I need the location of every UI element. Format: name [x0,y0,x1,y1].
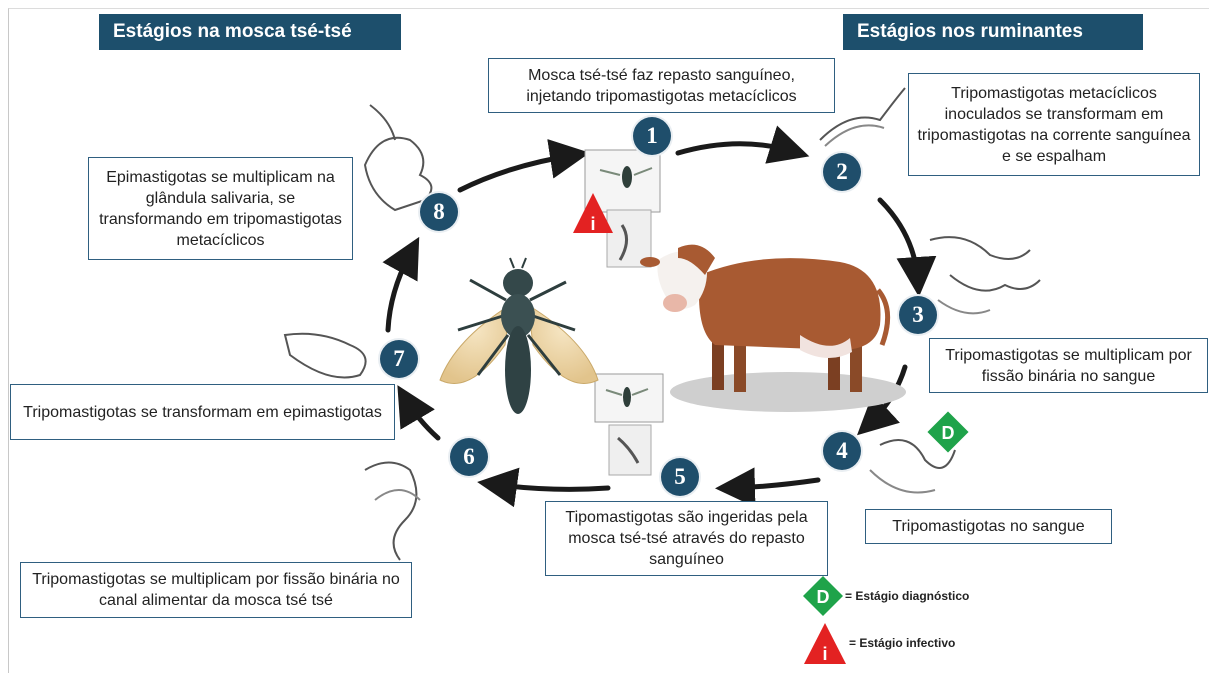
step-4-description: Tripomastigotas no sangue [865,509,1112,544]
cow-icon [640,245,906,412]
arrow-1-to-2 [678,144,795,153]
legend-diagnostic-label: = Estágio diagnóstico [845,589,969,603]
header-ruminant-stages: Estágios nos ruminantes [843,14,1143,50]
arrow-4-to-5 [730,480,818,488]
step-3-number: 3 [899,296,937,334]
step-5-number: 5 [661,458,699,496]
diagnostic-badge-letter: D [942,423,955,443]
arrow-5-to-6 [492,484,608,489]
step-7-description: Tripomastigotas se transformam em epimas… [10,384,395,440]
step-6-number: 6 [450,438,488,476]
arrow-8-to-1 [460,155,575,190]
arrow-6-to-7 [405,398,438,438]
step-8-number: 8 [420,193,458,231]
tsetse-fly-icon [440,258,598,414]
step-2-description: Tripomastigotas metacíclicos inoculados … [908,73,1200,176]
arrow-7-to-8 [388,250,412,330]
step-3-description: Tripomastigotas se multiplicam por fissã… [929,338,1208,393]
legend-infective-label: = Estágio infectivo [849,636,955,650]
feeding-fly-image-bottom [595,374,663,475]
legend-diagnostic-letter: D [817,587,830,607]
infective-badge-letter: i [590,214,595,234]
step-7-number: 7 [380,340,418,378]
header-fly-stages: Estágios na mosca tsé-tsé [99,14,401,50]
step-2-number: 2 [823,153,861,191]
arrow-2-to-3 [880,200,918,282]
step-5-description: Tipomastigotas são ingeridas pela mosca … [545,501,828,576]
step-1-number: 1 [633,117,671,155]
step-4-number: 4 [823,432,861,470]
step-6-description: Tripomastigotas se multiplicam por fissã… [20,562,412,618]
legend-infective-letter: i [822,644,827,664]
step-1-description: Mosca tsé-tsé faz repasto sanguíneo, inj… [488,58,835,113]
step-8-description: Epimastigotas se multiplicam na glândula… [88,157,353,260]
